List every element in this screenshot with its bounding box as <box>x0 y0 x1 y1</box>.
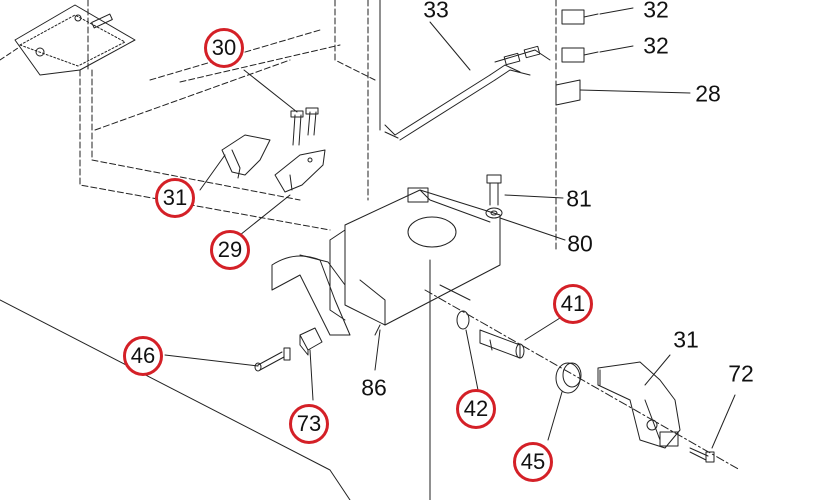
screw-72 <box>689 447 715 463</box>
callout-45: 45 <box>513 442 553 482</box>
bracket-31-left <box>221 134 271 179</box>
lever-31-right <box>597 361 681 449</box>
dashed-frame <box>79 0 376 231</box>
part-label-32-bottom: 32 <box>643 32 669 59</box>
callout-42: 42 <box>456 389 496 429</box>
leader-86 <box>374 329 381 371</box>
switches-32 <box>555 0 599 251</box>
part-label-81: 81 <box>566 185 592 212</box>
part-label-28: 28 <box>695 80 721 107</box>
leader-80 <box>499 217 566 241</box>
part-label-31-right: 31 <box>673 326 699 353</box>
part-label-86: 86 <box>361 374 387 401</box>
leader-31-left <box>199 154 226 191</box>
part-label-80: 80 <box>567 230 593 257</box>
leader-32 <box>599 7 634 53</box>
screws-30 <box>290 107 319 146</box>
leader-31-right <box>644 354 671 386</box>
leader-72 <box>711 394 736 449</box>
leader-29 <box>239 194 291 236</box>
part-label-72: 72 <box>728 360 754 387</box>
housing-outline-right <box>379 0 431 500</box>
leader-42 <box>465 329 479 391</box>
clip-42 <box>456 310 470 330</box>
leader-33 <box>429 21 471 71</box>
callout-41: 41 <box>553 284 593 324</box>
leader-30 <box>243 69 298 113</box>
bracket-28 <box>555 79 691 106</box>
cable-33 <box>384 45 551 141</box>
callout-29: 29 <box>210 230 250 270</box>
leader-41 <box>524 317 561 341</box>
screw-46 <box>254 347 291 372</box>
bolt-81 <box>486 174 502 206</box>
washer-80 <box>485 207 503 219</box>
main-frame-86 <box>271 187 501 336</box>
part-label-32-top: 32 <box>643 0 669 23</box>
bracket-29 <box>274 149 326 193</box>
callout-46: 46 <box>123 336 163 376</box>
axis-line <box>424 289 741 471</box>
leader-46 <box>164 354 259 367</box>
callout-73: 73 <box>289 404 329 444</box>
pin-41 <box>479 329 525 359</box>
spring-45 <box>555 362 582 394</box>
housing-outline <box>0 299 351 500</box>
block-73 <box>299 327 323 356</box>
part-label-33: 33 <box>423 0 449 23</box>
leader-73 <box>309 349 314 401</box>
callout-30: 30 <box>204 28 244 68</box>
leader-45 <box>547 391 563 441</box>
leader-81 <box>504 194 564 199</box>
top-left-plate <box>0 4 136 76</box>
callout-31-left: 31 <box>155 178 195 218</box>
